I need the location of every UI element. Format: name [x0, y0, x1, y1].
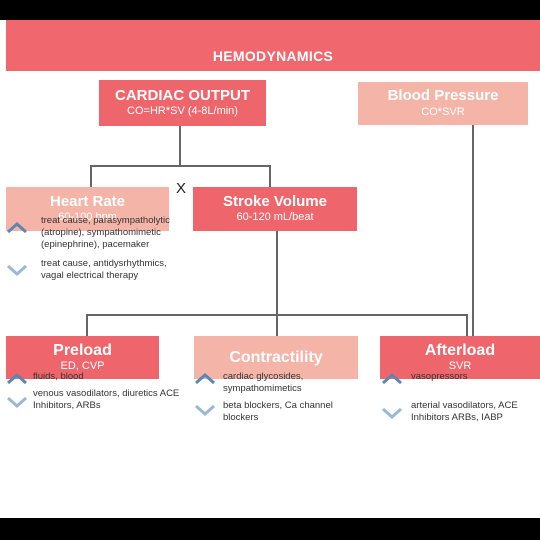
- cardiac-output-title: CARDIAC OUTPUT: [115, 86, 250, 104]
- heart-rate-increase-note: treat cause, parasympatholytic (atropine…: [41, 215, 170, 250]
- blood-pressure-formula: CO*SVR: [421, 105, 465, 118]
- connector-sv-down: [276, 209, 278, 315]
- contractility-increase-note: cardiac glycosides, sympathomimetics: [223, 371, 304, 394]
- blood-pressure-box: Blood Pressure CO*SVR: [358, 82, 528, 125]
- contractility-title: Contractility: [229, 348, 323, 366]
- diagram-canvas: HEMODYNAMICS CARDIAC OUTPUT CO=HR*SV (4-…: [0, 20, 540, 518]
- cardiac-output-box: CARDIAC OUTPUT CO=HR*SV (4-8L/min): [99, 80, 266, 126]
- blood-pressure-title: Blood Pressure: [387, 87, 499, 105]
- afterload-sub: SVR: [448, 360, 472, 373]
- diagram-title: HEMODYNAMICS: [212, 48, 334, 64]
- increase-arrow-icon: [7, 221, 27, 234]
- stroke-volume-range: 60-120 mL/beat: [236, 211, 314, 224]
- increase-arrow-icon: [7, 372, 27, 385]
- heart-rate-box: Heart Rate 60-100 bpm: [6, 187, 169, 231]
- afterload-box: Afterload SVR: [380, 336, 540, 379]
- contractility-box: Contractility: [194, 336, 358, 379]
- connector-branch-right: [466, 314, 468, 336]
- stroke-volume-title: Stroke Volume: [223, 192, 327, 210]
- preload-increase-note: fluids, blood: [33, 371, 84, 382]
- preload-title: Preload: [53, 341, 112, 359]
- connector-to-contractility: [276, 314, 278, 336]
- connector-co-down: [179, 118, 181, 166]
- increase-arrow-icon: [195, 372, 215, 385]
- connector-to-heart-rate: [90, 165, 92, 187]
- cardiac-output-formula: CO=HR*SV (4-8L/min): [127, 105, 238, 118]
- decrease-arrow-icon: [382, 407, 402, 420]
- stroke-volume-box: Stroke Volume 60-120 mL/beat: [193, 187, 357, 231]
- heart-rate-range: 60-100 bpm: [58, 211, 117, 224]
- connector-to-preload: [86, 314, 88, 336]
- afterload-title: Afterload: [424, 341, 496, 359]
- connector-hr-sv-bar: [90, 165, 271, 167]
- contractility-decrease-note: beta blockers, Ca channel blockers: [223, 400, 333, 423]
- connector-to-stroke-volume: [269, 165, 271, 187]
- decrease-arrow-icon: [7, 264, 27, 277]
- decrease-arrow-icon: [7, 396, 27, 409]
- afterload-decrease-note: arterial vasodilators, ACE Inhibitors AR…: [411, 400, 518, 423]
- multiply-operator: X: [176, 180, 187, 197]
- connector-bp-to-afterload: [472, 125, 474, 336]
- heart-rate-title: Heart Rate: [49, 192, 126, 210]
- preload-sub: ED, CVP: [60, 360, 105, 373]
- header-bar: HEMODYNAMICS: [6, 20, 540, 71]
- afterload-increase-note: vasopressors: [411, 371, 468, 382]
- preload-decrease-note: venous vasodilators, diuretics ACE Inhib…: [33, 388, 180, 411]
- preload-box: Preload ED, CVP: [6, 336, 159, 379]
- heart-rate-decrease-note: treat cause, antidysrhythmics, vagal ele…: [41, 258, 167, 281]
- increase-arrow-icon: [382, 372, 402, 385]
- decrease-arrow-icon: [195, 404, 215, 417]
